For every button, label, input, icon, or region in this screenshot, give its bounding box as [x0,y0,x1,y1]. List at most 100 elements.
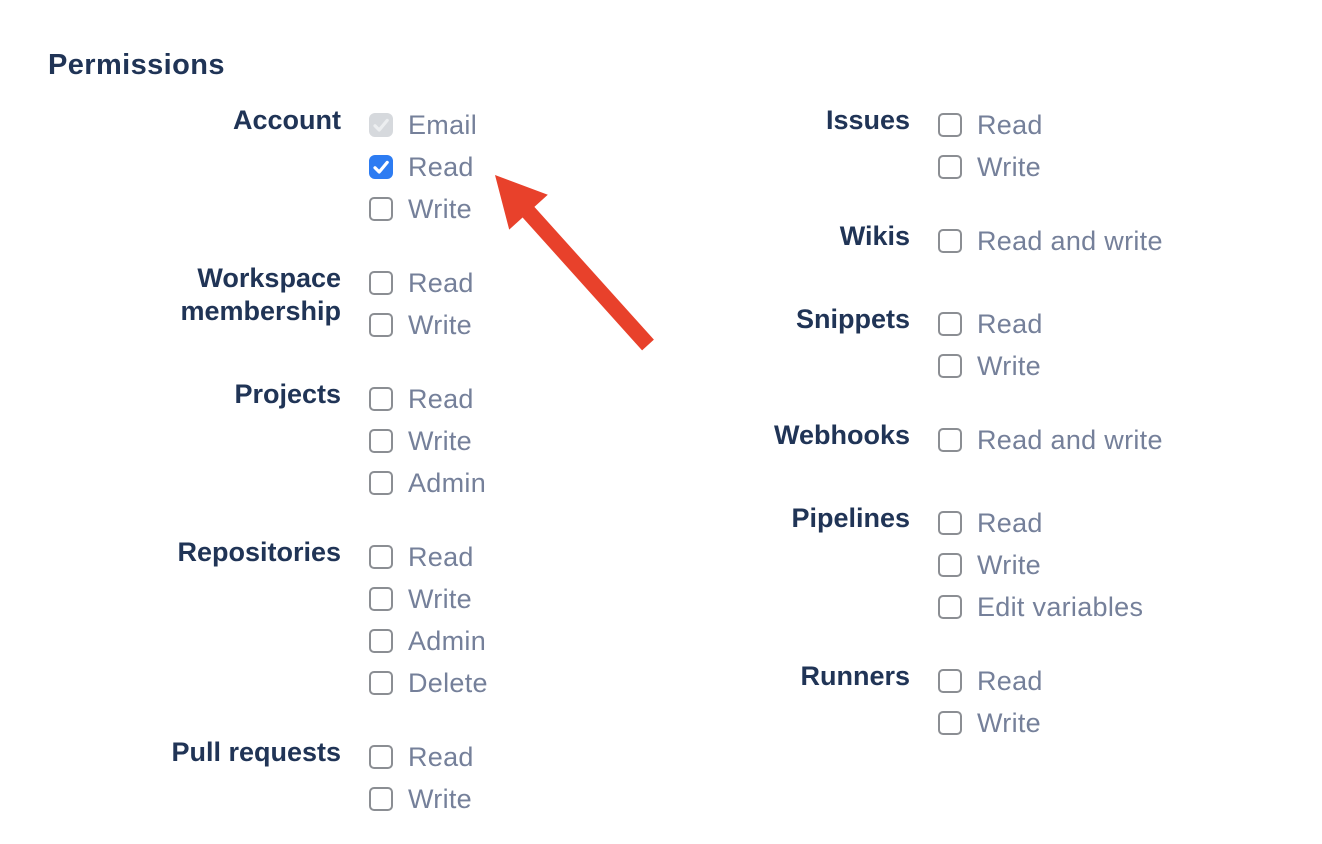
option-runners-write[interactable]: Write [938,708,1043,738]
option-label-runners-read: Read [977,665,1043,696]
option-pipelines-edit-variables[interactable]: Edit variables [938,592,1143,622]
option-account-read[interactable]: Read [369,152,477,182]
checkbox-issues-read[interactable] [938,113,962,137]
option-label-account-read: Read [408,151,474,182]
checkbox-pipelines-read[interactable] [938,511,962,535]
option-account-write[interactable]: Write [369,194,477,224]
option-account-email: Email [369,110,477,140]
option-label-runners-write: Write [977,707,1042,738]
option-label-repositories-write: Write [408,583,473,614]
option-label-workspace-membership-read: Read [408,267,474,298]
option-webhooks-read-and-write[interactable]: Read and write [938,425,1163,455]
checkbox-repositories-read[interactable] [369,545,393,569]
checkbox-pull-requests-read[interactable] [369,745,393,769]
group-label-webhooks: Webhooks [773,420,910,450]
option-label-repositories-delete: Delete [408,667,488,698]
checkbox-pipelines-write[interactable] [938,553,962,577]
option-pull-requests-read[interactable]: Read [369,742,474,772]
checkbox-snippets-read[interactable] [938,312,962,336]
option-label-pipelines-write: Write [977,549,1042,580]
checkbox-repositories-admin[interactable] [369,629,393,653]
checkbox-issues-write[interactable] [938,155,962,179]
group-label-account: Account [233,105,341,135]
option-projects-read[interactable]: Read [369,384,486,414]
option-label-issues-read: Read [977,109,1043,140]
checkbox-repositories-write[interactable] [369,587,393,611]
option-workspace-membership-write[interactable]: Write [369,310,474,340]
option-runners-read[interactable]: Read [938,666,1043,696]
permission-group-webhooks: Webhooks Read and write [731,420,1163,461]
checkbox-wikis-read-and-write[interactable] [938,229,962,253]
option-label-wikis-read-and-write: Read and write [977,225,1163,256]
group-label-projects: Projects [234,379,341,409]
group-label-pull-requests: Pull requests [171,737,341,767]
permission-group-wikis: Wikis Read and write [731,221,1163,262]
option-projects-admin[interactable]: Admin [369,468,486,498]
checkbox-account-write[interactable] [369,197,393,221]
option-projects-write[interactable]: Write [369,426,486,456]
checkbox-projects-admin[interactable] [369,471,393,495]
option-repositories-admin[interactable]: Admin [369,626,488,656]
checkbox-runners-write[interactable] [938,711,962,735]
checkbox-webhooks-read-and-write[interactable] [938,428,962,452]
option-label-webhooks-read-and-write: Read and write [977,424,1163,455]
options-wikis: Read and write [938,226,1163,262]
checkmark-icon [373,160,389,174]
option-label-issues-write: Write [977,151,1042,182]
checkbox-projects-write[interactable] [369,429,393,453]
checkbox-projects-read[interactable] [369,387,393,411]
checkbox-pipelines-edit-variables[interactable] [938,595,962,619]
checkbox-workspace-membership-read[interactable] [369,271,393,295]
checkmark-icon [373,118,389,132]
group-label-issues: Issues [825,105,910,135]
option-snippets-write[interactable]: Write [938,351,1043,381]
option-repositories-read[interactable]: Read [369,542,488,572]
option-workspace-membership-read[interactable]: Read [369,268,474,298]
checkbox-runners-read[interactable] [938,669,962,693]
option-pipelines-write[interactable]: Write [938,550,1143,580]
option-pull-requests-write[interactable]: Write [369,784,474,814]
option-label-pull-requests-write: Write [408,783,473,814]
options-webhooks: Read and write [938,425,1163,461]
option-label-account-email: Email [408,109,478,140]
group-label-wikis: Wikis [839,221,910,251]
option-issues-write[interactable]: Write [938,152,1043,182]
group-label-runners: Runners [800,661,910,691]
group-label-repositories: Repositories [177,537,341,567]
option-repositories-delete[interactable]: Delete [369,668,488,698]
option-issues-read[interactable]: Read [938,110,1043,140]
checkbox-account-read[interactable] [369,155,393,179]
option-pipelines-read[interactable]: Read [938,508,1143,538]
checkbox-repositories-delete[interactable] [369,671,393,695]
option-wikis-read-and-write[interactable]: Read and write [938,226,1163,256]
checkbox-snippets-write[interactable] [938,354,962,378]
option-label-projects-write: Write [408,425,473,456]
option-repositories-write[interactable]: Write [369,584,488,614]
option-label-projects-read: Read [408,383,474,414]
checkbox-pull-requests-write[interactable] [369,787,393,811]
option-label-account-write: Write [408,193,473,224]
option-snippets-read[interactable]: Read [938,309,1043,339]
checkbox-workspace-membership-write[interactable] [369,313,393,337]
